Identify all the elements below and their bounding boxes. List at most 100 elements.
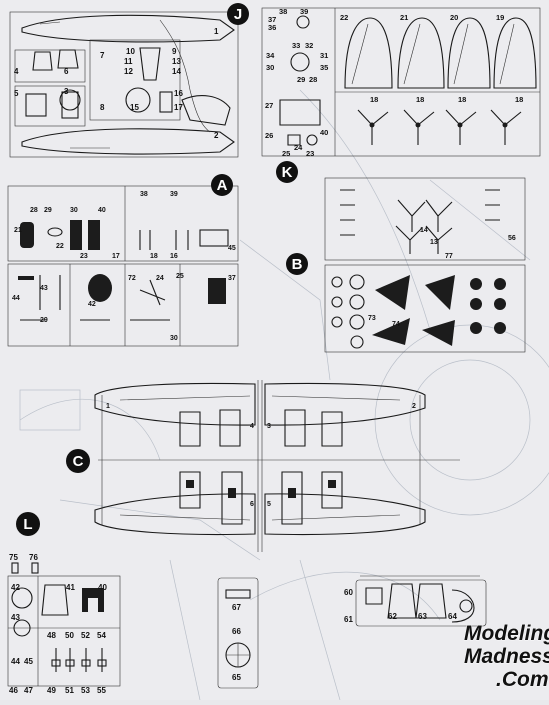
svg-text:29: 29 xyxy=(44,207,52,214)
svg-text:18: 18 xyxy=(515,95,523,104)
svg-text:32: 32 xyxy=(305,41,313,50)
svg-text:18: 18 xyxy=(150,253,158,260)
svg-text:44: 44 xyxy=(12,295,20,302)
svg-text:37: 37 xyxy=(268,15,276,24)
svg-text:38: 38 xyxy=(140,191,148,198)
svg-text:22: 22 xyxy=(340,13,348,22)
svg-text:10: 10 xyxy=(126,47,135,56)
svg-text:18: 18 xyxy=(416,95,424,104)
svg-text:75: 75 xyxy=(9,553,18,562)
svg-text:62: 62 xyxy=(388,612,397,621)
svg-text:77: 77 xyxy=(445,253,453,260)
svg-text:24: 24 xyxy=(294,143,303,152)
watermark-line1: Modeling xyxy=(464,622,549,645)
svg-text:45: 45 xyxy=(228,245,236,252)
svg-text:55: 55 xyxy=(97,686,106,695)
svg-text:6: 6 xyxy=(250,501,254,508)
svg-text:16: 16 xyxy=(174,89,183,98)
svg-text:50: 50 xyxy=(65,631,74,640)
svg-text:8: 8 xyxy=(100,103,105,112)
svg-text:56: 56 xyxy=(508,235,516,242)
svg-text:13: 13 xyxy=(172,57,181,66)
watermark: Modeling Madness .Com xyxy=(464,622,549,692)
svg-text:25: 25 xyxy=(282,149,290,158)
watermark-line2: Madness xyxy=(464,645,549,668)
svg-text:5: 5 xyxy=(14,89,19,98)
svg-text:23: 23 xyxy=(306,149,314,158)
svg-text:28: 28 xyxy=(30,207,38,214)
svg-text:33: 33 xyxy=(292,41,300,50)
svg-text:39: 39 xyxy=(300,7,308,16)
svg-text:76: 76 xyxy=(29,553,38,562)
svg-text:17: 17 xyxy=(174,103,183,112)
svg-text:52: 52 xyxy=(81,631,90,640)
svg-text:9: 9 xyxy=(172,47,177,56)
svg-text:41: 41 xyxy=(66,583,75,592)
svg-text:45: 45 xyxy=(24,657,33,666)
sprue-letter-l: L xyxy=(23,516,32,533)
sprue-c: 4 3 6 5 1 2 C xyxy=(66,380,460,552)
svg-text:12: 12 xyxy=(124,67,133,76)
svg-text:29: 29 xyxy=(40,317,48,324)
svg-text:29: 29 xyxy=(297,75,305,84)
svg-text:2: 2 xyxy=(412,403,416,410)
svg-text:53: 53 xyxy=(81,686,90,695)
svg-text:73: 73 xyxy=(368,315,376,322)
svg-text:4: 4 xyxy=(14,67,19,76)
svg-text:22: 22 xyxy=(56,243,64,250)
svg-text:11: 11 xyxy=(124,57,133,66)
svg-text:5: 5 xyxy=(267,501,271,508)
svg-text:1: 1 xyxy=(214,27,219,36)
svg-text:66: 66 xyxy=(232,627,241,636)
svg-text:3: 3 xyxy=(64,87,69,96)
svg-text:63: 63 xyxy=(418,612,427,621)
svg-text:40: 40 xyxy=(320,128,328,137)
svg-text:13: 13 xyxy=(430,239,438,246)
svg-text:51: 51 xyxy=(65,686,74,695)
svg-text:7: 7 xyxy=(100,51,105,60)
svg-text:67: 67 xyxy=(232,603,241,612)
svg-text:1: 1 xyxy=(106,403,110,410)
svg-text:6: 6 xyxy=(64,67,69,76)
svg-text:17: 17 xyxy=(112,253,120,260)
sprue-letter-b: B xyxy=(292,256,303,273)
svg-text:15: 15 xyxy=(130,103,139,112)
svg-text:30: 30 xyxy=(70,207,78,214)
svg-text:14: 14 xyxy=(420,227,428,234)
svg-text:64: 64 xyxy=(448,612,457,621)
svg-text:36: 36 xyxy=(268,23,276,32)
sprue-letter-c: C xyxy=(73,453,84,470)
svg-text:38: 38 xyxy=(279,7,287,16)
svg-text:3: 3 xyxy=(267,423,271,430)
svg-text:21: 21 xyxy=(400,13,408,22)
sprue-letter-a: A xyxy=(217,177,228,194)
svg-text:25: 25 xyxy=(176,273,184,280)
svg-text:60: 60 xyxy=(344,588,353,597)
svg-text:40: 40 xyxy=(98,583,107,592)
svg-text:37: 37 xyxy=(228,275,236,282)
svg-text:43: 43 xyxy=(40,285,48,292)
svg-text:30: 30 xyxy=(170,335,178,342)
svg-text:42: 42 xyxy=(88,301,96,308)
svg-text:48: 48 xyxy=(47,631,56,640)
svg-text:24: 24 xyxy=(156,275,164,282)
svg-text:27: 27 xyxy=(265,101,273,110)
svg-text:44: 44 xyxy=(11,657,20,666)
svg-text:4: 4 xyxy=(250,423,254,430)
svg-text:18: 18 xyxy=(458,95,466,104)
svg-text:72: 72 xyxy=(128,275,136,282)
svg-text:14: 14 xyxy=(172,67,181,76)
svg-text:20: 20 xyxy=(450,13,458,22)
sprue-letter-k: K xyxy=(282,164,293,181)
svg-text:54: 54 xyxy=(97,631,106,640)
svg-text:47: 47 xyxy=(24,686,33,695)
svg-text:26: 26 xyxy=(265,131,273,140)
svg-text:18: 18 xyxy=(370,95,378,104)
svg-text:49: 49 xyxy=(47,686,56,695)
